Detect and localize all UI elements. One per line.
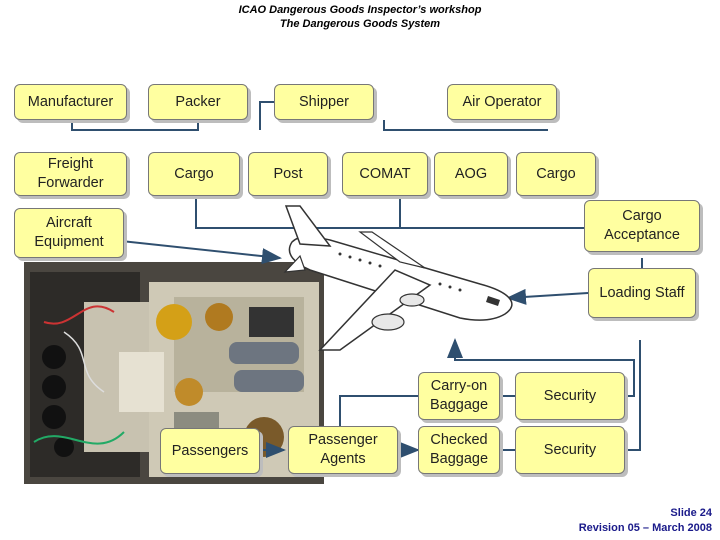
arrow-loading-staff	[506, 288, 589, 305]
connector-cargo-bus	[195, 192, 584, 229]
comat-box: COMAT	[342, 152, 428, 196]
aircraft-icon	[283, 205, 513, 351]
connector-agents-carryon	[339, 395, 418, 430]
passengers-box: Passengers	[160, 428, 260, 474]
cargo-box-1: Cargo	[148, 152, 240, 196]
security-box-1: Security	[515, 372, 625, 420]
connector-shipper-branch	[259, 101, 274, 130]
shipper-box: Shipper	[274, 84, 374, 120]
connector-security-2	[624, 340, 641, 451]
slide-subtitle: The Dangerous Goods System	[279, 18, 441, 30]
connector-manufacturer-packer	[71, 120, 199, 131]
arrow-security-aircraft-1	[447, 338, 635, 397]
manufacturer-box: Manufacturer	[14, 84, 127, 120]
aircraft-equipment-box: Aircraft Equipment	[14, 208, 124, 258]
slide-number: Slide 24	[670, 507, 712, 519]
connector-air-operator	[383, 120, 548, 131]
carry-on-baggage-box: Carry-on Baggage	[418, 372, 500, 420]
packer-box: Packer	[148, 84, 248, 120]
arrow-equipment	[111, 239, 282, 265]
passenger-agents-box: Passenger Agents	[288, 426, 398, 474]
loading-staff-box: Loading Staff	[588, 268, 696, 318]
cargo-box-2: Cargo	[516, 152, 596, 196]
revision-label: Revision 05 – March 2008	[578, 522, 712, 534]
post-box: Post	[248, 152, 328, 196]
air-operator-box: Air Operator	[447, 84, 557, 120]
freight-forwarder-box: Freight Forwarder	[14, 152, 127, 196]
slide-title: ICAO Dangerous Goods Inspector’s worksho…	[238, 4, 482, 16]
aog-box: AOG	[434, 152, 508, 196]
checked-baggage-box: Checked Baggage	[418, 426, 500, 474]
security-box-2: Security	[515, 426, 625, 474]
cargo-acceptance-box: Cargo Acceptance	[584, 200, 700, 252]
